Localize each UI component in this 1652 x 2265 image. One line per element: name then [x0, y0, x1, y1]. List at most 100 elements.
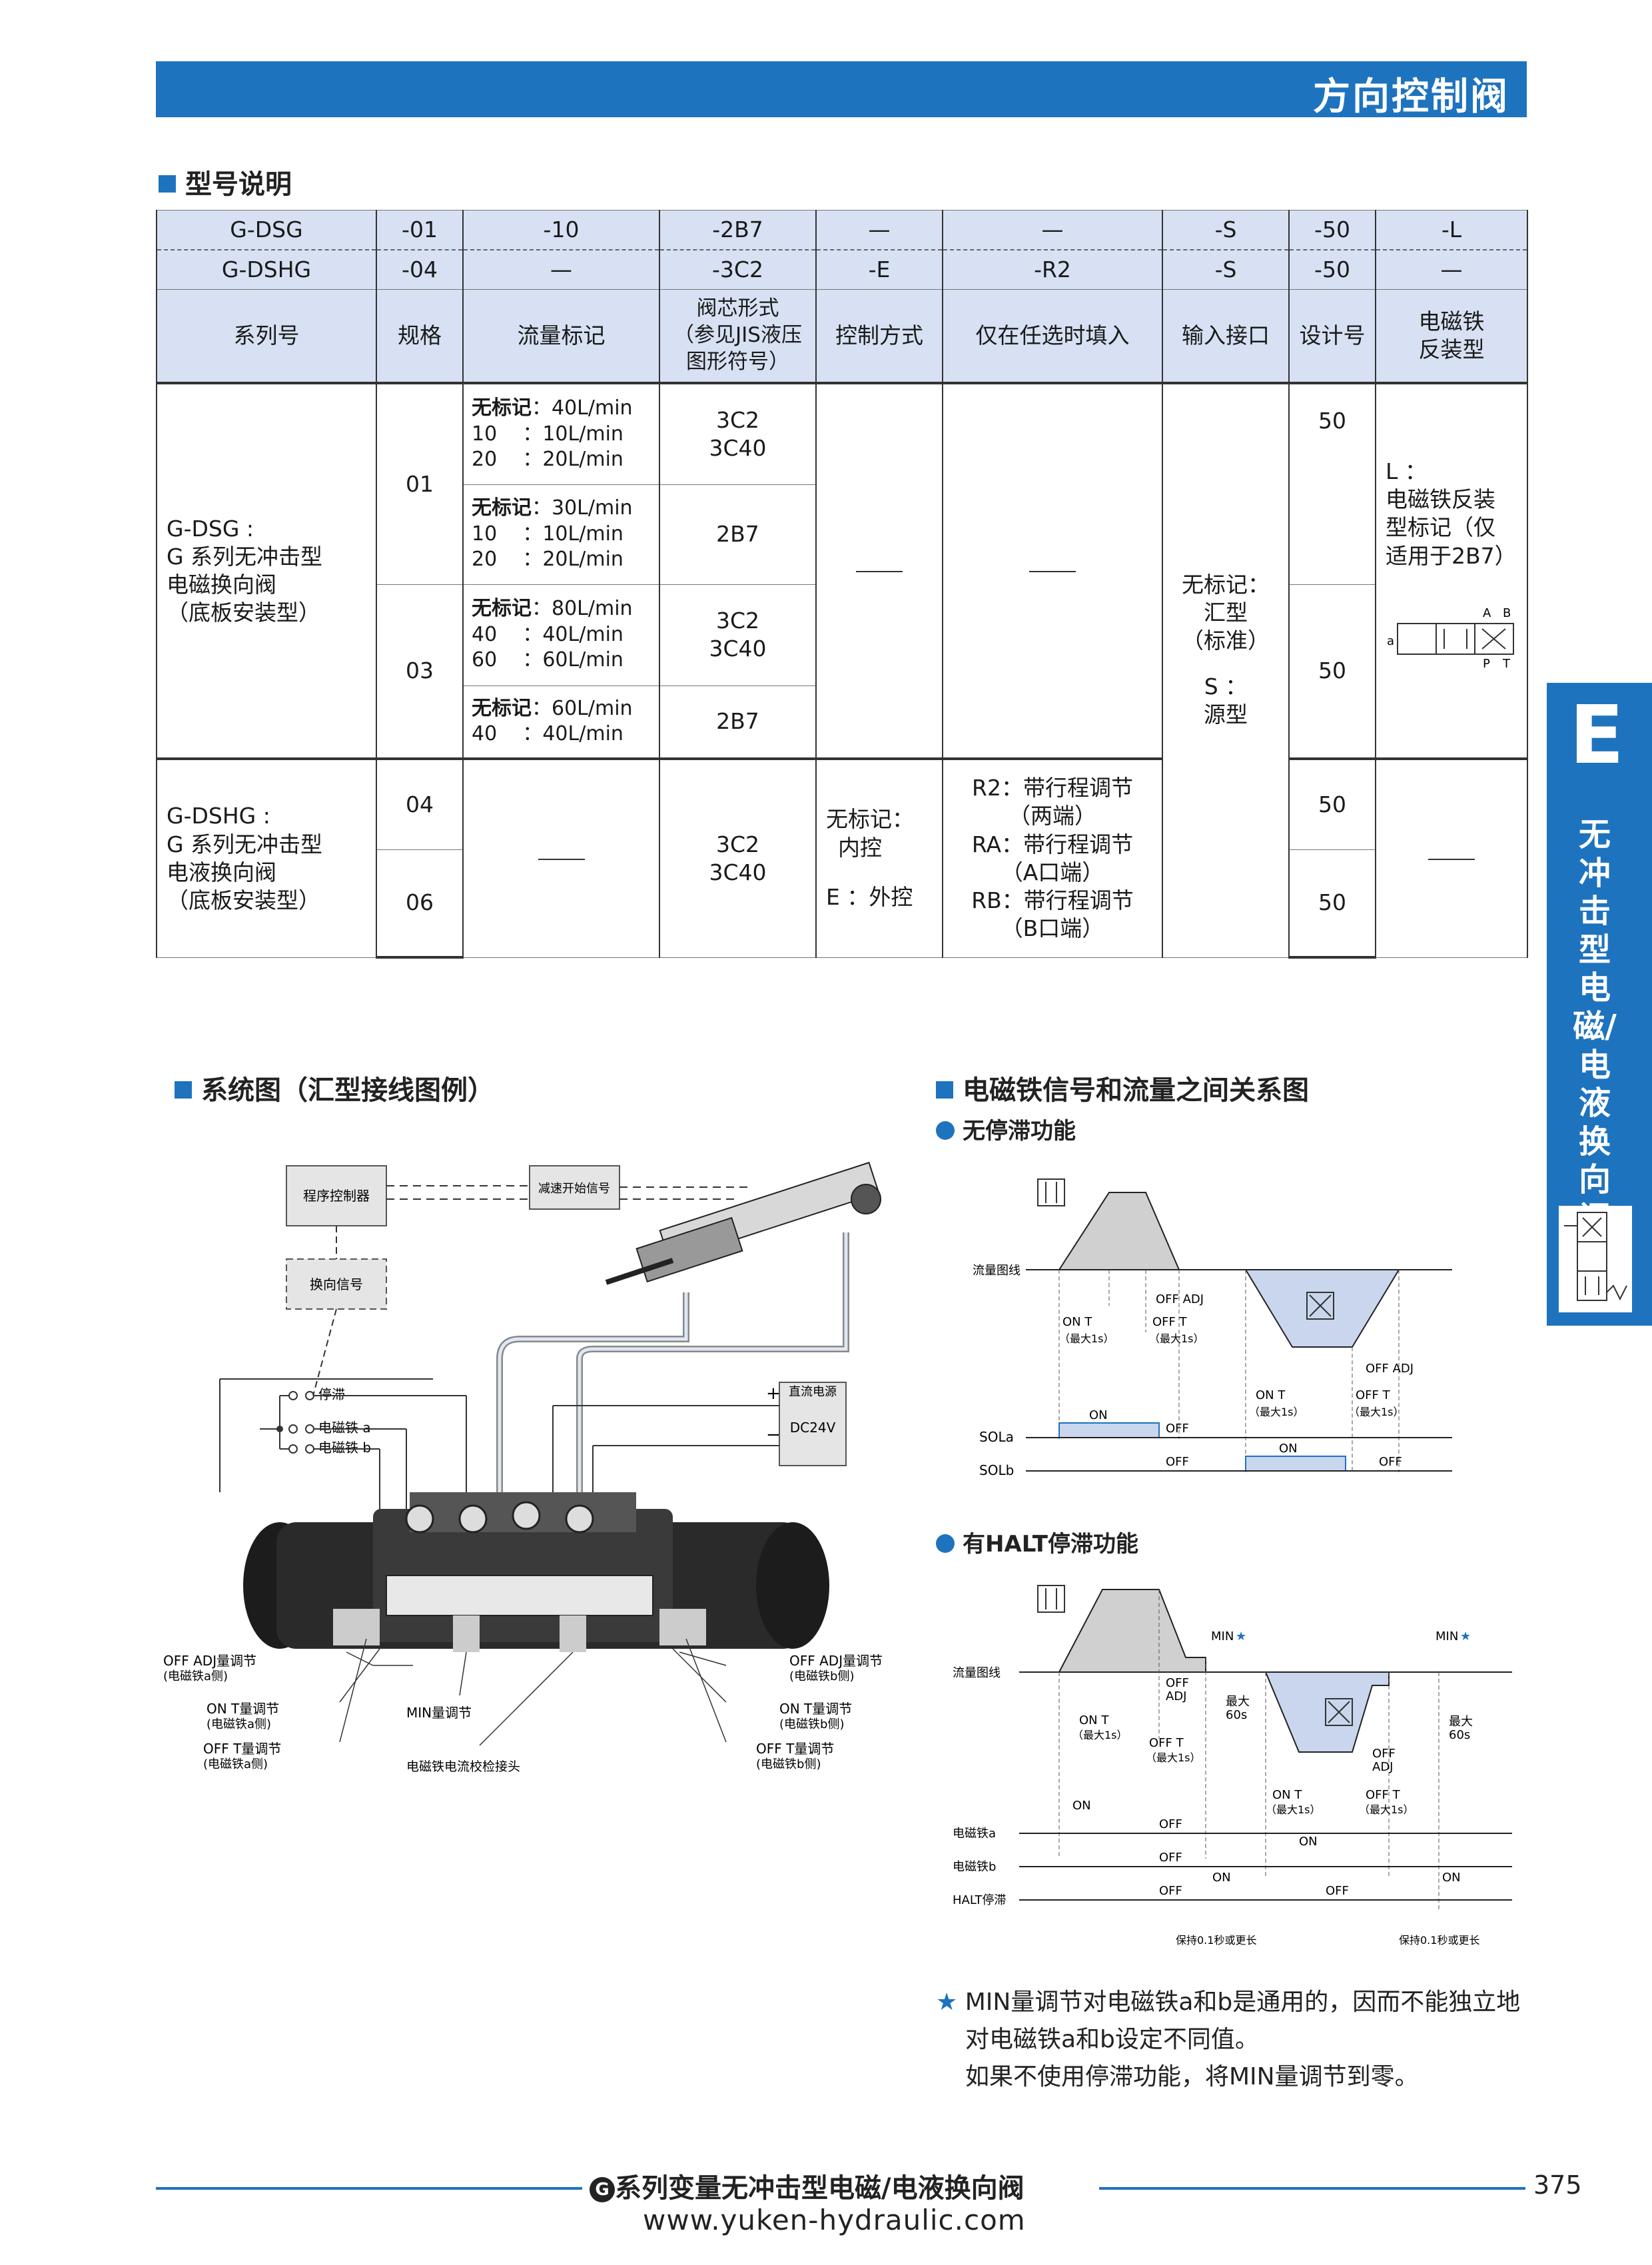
dc-power-label: 直流电源 [789, 1385, 837, 1399]
section-square-icon [159, 175, 176, 193]
section-square-icon [175, 1081, 192, 1099]
dash-mark [1029, 571, 1076, 573]
svg-text:ON T: ON T [1256, 1388, 1286, 1402]
halt-row-label: HALT停滞 [953, 1893, 1006, 1907]
valve-symbol-icon [1559, 1206, 1632, 1312]
switch-signal-label: 换向信号 [310, 1276, 363, 1292]
svg-text:ON: ON [1212, 1871, 1231, 1885]
svg-text:OFF: OFF [1159, 1884, 1182, 1898]
svg-text:OFF: OFF [1159, 1817, 1182, 1831]
flow-line-label: 流量图线 [973, 1264, 1021, 1278]
model-code-table: G-DSG-01-10-2B7——-S-50-L G-DSHG-04—-3C2-… [156, 210, 1528, 959]
svg-text:B: B [1503, 606, 1511, 620]
svg-text:T: T [1502, 657, 1511, 670]
dshg-description: G-DSHG :G 系列无冲击型电液换向阀（底板安装型） [156, 757, 377, 958]
svg-text:OFF ADJ: OFF ADJ [1366, 1362, 1414, 1376]
svg-text:OFF: OFF [1379, 1455, 1402, 1469]
svg-text:保持0.1秒或更长: 保持0.1秒或更长 [1399, 1934, 1479, 1947]
off-adj-b-label: OFF ADJ量调节 [789, 1653, 883, 1669]
series-logo-icon: G [590, 2177, 615, 2202]
sola-label: SOLa [979, 1429, 1014, 1445]
svg-text:ADJ: ADJ [1166, 1689, 1186, 1703]
off-t-a-label: OFF T量调节 [203, 1741, 281, 1757]
svg-text:最大: 最大 [1449, 1715, 1473, 1729]
svg-text:ON: ON [1279, 1442, 1298, 1456]
svg-text:（最大1s）: （最大1s） [1249, 1406, 1304, 1418]
page-header-title: 方向控制阀 [1313, 75, 1509, 119]
svg-text:ON: ON [1299, 1835, 1318, 1849]
on-t-a-side-label: (电磁铁a侧) [206, 1717, 271, 1731]
on-t-b-label: ON T量调节 [779, 1701, 852, 1717]
svg-text:OFF T: OFF T [1152, 1315, 1188, 1329]
optional-description: R2：带行程调节（两端）RA：带行程调节（A口端）RB：带行程调节（B口端） [942, 757, 1163, 958]
svg-text:ON: ON [1072, 1799, 1091, 1813]
model-row-dsg: G-DSG-01-10-2B7——-S-50-L [156, 210, 1528, 250]
svg-text:OFF T: OFF T [1149, 1736, 1184, 1750]
svg-text:MIN: MIN [1211, 1629, 1234, 1643]
sol-a-row-label: 电磁铁a [953, 1827, 996, 1841]
flow-line-label-2: 流量图线 [953, 1666, 1001, 1680]
svg-text:ON: ON [1089, 1408, 1108, 1422]
svg-text:60s: 60s [1449, 1728, 1470, 1742]
table-row: G-DSG :G 系列无冲击型电磁换向阀（底板安装型） 01 无标记：40L/m… [156, 382, 1528, 958]
svg-text:（最大1s）: （最大1s） [1266, 1803, 1321, 1816]
off-adj-b-side-label: (电磁铁b侧) [789, 1669, 854, 1683]
svg-text:ON T: ON T [1272, 1788, 1302, 1802]
svg-text:P: P [1483, 657, 1490, 670]
svg-text:OFF: OFF [1326, 1884, 1349, 1898]
model-label-row: 系列号 规格 流量标记 阀芯形式（参见JIS液压图形符号） 控制方式 仅在任选时… [156, 289, 1528, 384]
min-adj-label: MIN量调节 [406, 1705, 472, 1721]
off-adj-a-label: OFF ADJ量调节 [163, 1653, 256, 1669]
section-title-model: 型号说明 [159, 163, 292, 201]
solb-label: SOLb [979, 1462, 1014, 1478]
svg-text:（最大1s）: （最大1s） [1059, 1332, 1114, 1345]
page-number: 375 [1533, 2170, 1582, 2200]
model-row-dshg: G-DSHG-04—-3C2-E-R2-S-50— [156, 249, 1528, 290]
plc-label: 程序控制器 [303, 1188, 370, 1204]
svg-text:A: A [1483, 606, 1491, 620]
svg-text:（最大1s）: （最大1s） [1146, 1751, 1201, 1764]
off-t-a-side-label: (电磁铁a侧) [203, 1757, 268, 1771]
on-t-b-side-label: (电磁铁b侧) [779, 1717, 844, 1731]
halt-switch-label: 停滞 [318, 1386, 345, 1402]
port-description: 无标记：汇型（标准）S ：源型 [1162, 382, 1290, 958]
minus-label: − [766, 1425, 781, 1445]
dash-mark [1428, 859, 1475, 861]
bullet-dot-icon [936, 1121, 955, 1140]
off-adj-a-side-label: (电磁铁a侧) [163, 1669, 228, 1683]
side-tab-letter: E [1569, 689, 1624, 782]
sol-b-row-label: 电磁铁b [953, 1860, 996, 1874]
section-square-icon [936, 1081, 953, 1099]
check-jack-label: 电磁铁电流校检接头 [406, 1759, 520, 1774]
svg-text:ON T: ON T [1079, 1713, 1109, 1727]
svg-text:OFF: OFF [1166, 1455, 1189, 1469]
table-row: 06 50 [157, 849, 1527, 959]
valve-symbol-icon: a A B P T [1387, 606, 1514, 671]
svg-text:OFF: OFF [1159, 1851, 1182, 1865]
subtitle-no-halt: 无停滞功能 [936, 1113, 1076, 1145]
svg-text:★: ★ [1460, 1629, 1471, 1643]
svg-text:OFF T: OFF T [1366, 1788, 1401, 1802]
bullet-dot-icon [936, 1534, 955, 1553]
svg-text:ON T: ON T [1062, 1315, 1092, 1329]
svg-text:OFF: OFF [1166, 1676, 1189, 1690]
svg-text:ADJ: ADJ [1372, 1760, 1393, 1774]
side-tab-text: 无冲击型电磁/电液换向阀 [1573, 816, 1617, 1237]
section-title-signal: 电磁铁信号和流量之间关系图 [936, 1069, 1309, 1107]
svg-text:（最大1s）: （最大1s） [1072, 1729, 1128, 1741]
decel-signal-label: 减速开始信号 [538, 1182, 610, 1196]
svg-text:★: ★ [1236, 1629, 1246, 1643]
dsg-description: G-DSG :G 系列无冲击型电磁换向阀（底板安装型） [156, 382, 377, 759]
svg-text:MIN: MIN [1436, 1629, 1458, 1643]
footer-url: www.yuken-hydraulic.com [643, 2204, 1026, 2236]
signal-chart-with-halt: 流量图线 MIN ★ MIN ★ OFF ADJ 最大 60s ON T （最大… [953, 1585, 1512, 1947]
svg-text:保持0.1秒或更长: 保持0.1秒或更长 [1176, 1934, 1256, 1947]
on-t-a-label: ON T量调节 [206, 1701, 279, 1717]
svg-text:最大: 最大 [1226, 1695, 1250, 1709]
page-header-banner: 方向控制阀 [156, 61, 1527, 119]
